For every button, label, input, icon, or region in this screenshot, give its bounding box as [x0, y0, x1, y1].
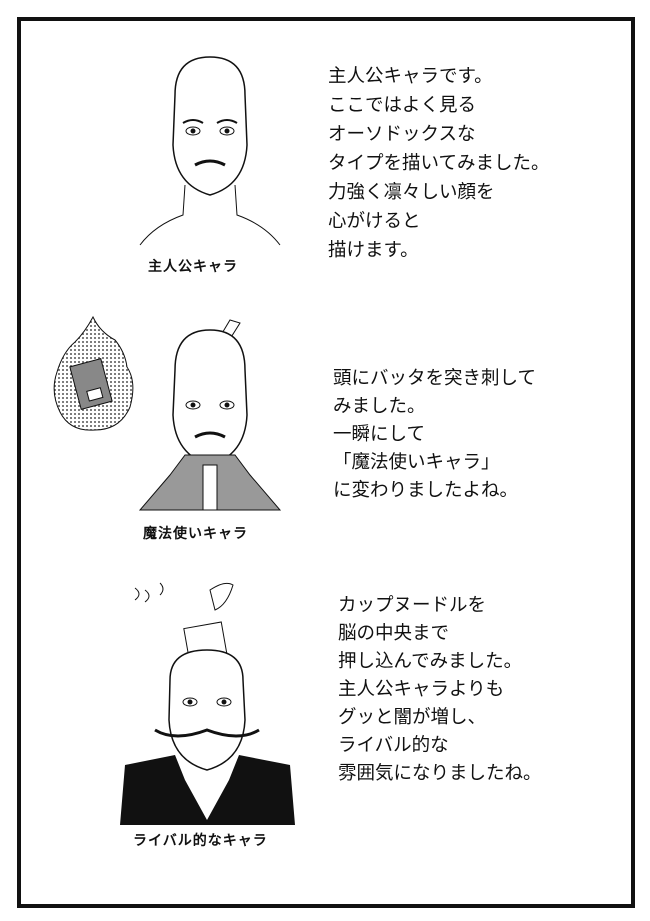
text-line: カップヌードルを [338, 595, 487, 616]
text-line: 主人公キャラです。 [328, 66, 493, 87]
panel-1-text: 主人公キャラです。ここではよく見るオーソドックスなタイプを描いてみました。力強く… [328, 62, 549, 265]
text-line: みました。 [333, 396, 426, 417]
text-line: 主人公キャラよりも [338, 679, 505, 700]
text-line: 描けます。 [328, 240, 419, 261]
text-line: オーソドックスな [328, 124, 476, 145]
forbidden-book-illustration [53, 315, 134, 431]
text-line: ここではよく見る [328, 95, 477, 116]
text-line: 雰囲気になりましたね。 [338, 763, 542, 784]
text-line: 心がけると [328, 211, 421, 232]
rival-character-illustration [120, 582, 295, 825]
text-line: 「魔法使いキャラ」 [333, 452, 500, 473]
page-frame [17, 17, 635, 908]
text-line: 力強く凛々しい顔を [328, 182, 495, 203]
text-line: ライバル的な [338, 735, 449, 756]
panel-2-caption: 魔法使いキャラ [143, 526, 248, 542]
wizard-character-illustration [138, 319, 282, 511]
hero-character-illustration [139, 56, 281, 246]
panel-3-text: カップヌードルを脳の中央まで押し込んでみました。主人公キャラよりもグッと闇が増し… [338, 592, 542, 788]
text-line: 押し込んでみました。 [338, 651, 523, 672]
panel-2-text: 頭にバッタを突き刺してみました。一瞬にして「魔法使いキャラ」に変わりましたよね。 [333, 365, 536, 505]
text-line: 一瞬にして [333, 424, 425, 445]
text-line: に変わりましたよね。 [333, 480, 519, 501]
text-line: 頭にバッタを突き刺して [333, 368, 536, 389]
text-line: グッと闇が増し、 [338, 707, 487, 728]
text-line: タイプを描いてみました。 [328, 153, 550, 174]
text-line: 脳の中央まで [338, 623, 450, 644]
panel-3-caption: ライバル的なキャラ [133, 833, 268, 849]
panel-1-caption: 主人公キャラ [148, 259, 238, 275]
